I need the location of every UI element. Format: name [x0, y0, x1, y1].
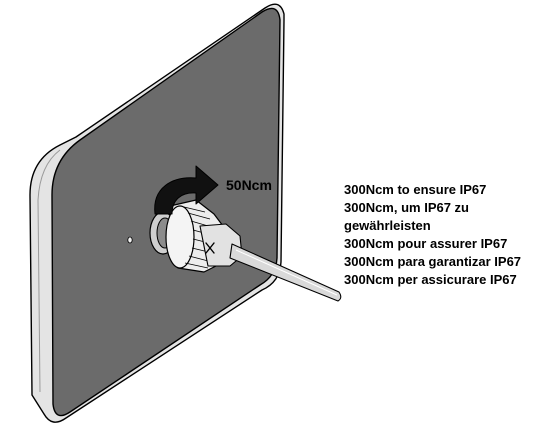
curved-arrow-clockwise-icon [154, 165, 219, 215]
x-marking-icon [205, 242, 215, 254]
note-english: 300Ncm to ensure IP67 [344, 182, 487, 197]
mounting-hole [127, 236, 133, 244]
note-french: 300Ncm pour assurer IP67 [344, 236, 508, 251]
torque-notes: 300Ncm to ensure IP67 300Ncm, um IP67 zu… [344, 181, 542, 289]
note-italian: 300Ncm per assicurare IP67 [344, 272, 517, 287]
torque-value-label: 50Ncm [226, 177, 272, 193]
note-spanish: 300Ncm para garantizar IP67 [344, 254, 522, 269]
gland-nut-front [165, 205, 195, 269]
panel-bevel-line [37, 149, 61, 393]
cable-highlight [235, 249, 338, 296]
note-german: 300Ncm, um IP67 zu gewährleisten [344, 200, 469, 233]
